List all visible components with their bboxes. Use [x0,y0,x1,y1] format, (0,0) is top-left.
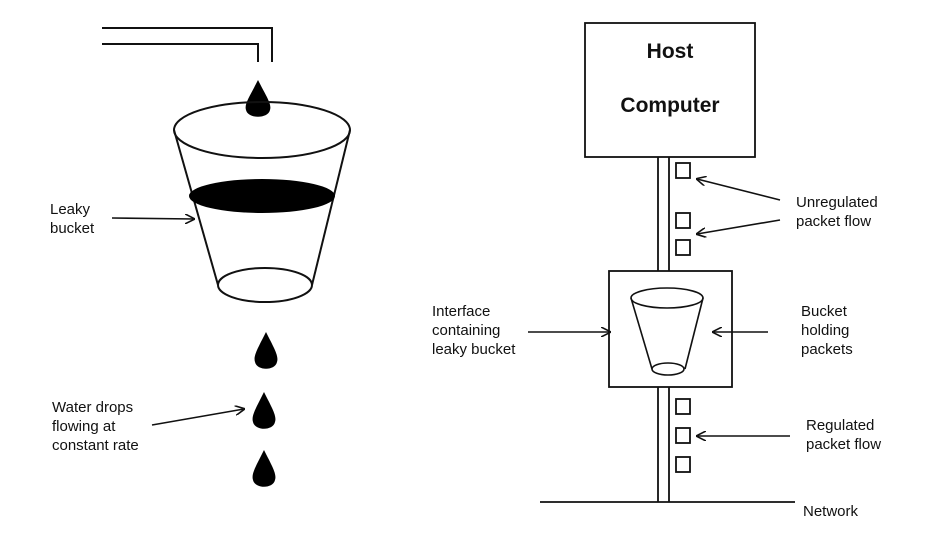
bucket-side-left [173,129,219,286]
bucket-side-right [311,129,351,286]
bucket-rim [173,101,351,159]
packet [675,398,691,415]
leaky-bucket [173,101,351,303]
leaky-bucket-arrow [111,218,194,219]
packet [675,212,691,229]
packet [675,427,691,444]
regulated-packets [675,398,691,473]
water-drop-1 [254,332,278,369]
faucet-pipe [102,27,273,62]
unregulated-arrow-1 [697,179,781,201]
bucket-bottom [217,267,313,303]
leaky-bucket-label: Leaky bucket [50,201,95,237]
water-drop-falling [245,80,271,117]
unregulated-packets [675,162,691,256]
water-drops-label: Water drops flowing at constant rate [52,399,139,454]
water-drop-2 [252,392,276,429]
interface-label: Interface containing leaky bucket [432,303,516,358]
host-title-line1: Host [646,40,694,63]
unregulated-arrow-2 [697,219,781,234]
bucket-holding-label: Bucket holding packets [801,303,853,358]
water-drop-3 [252,450,276,487]
network-label: Network [803,503,859,520]
regulated-flow-label: Regulated packet flow [806,417,882,453]
host-computer-box [584,22,756,158]
bucket-water-surface [189,179,335,213]
mini-bucket [630,287,704,376]
packet [675,456,691,473]
unregulated-flow-label: Unregulated packet flow [796,194,878,230]
host-title-line2: Computer [620,94,720,117]
packet [675,162,691,179]
packet [675,239,691,256]
water-drops-arrow [151,409,244,426]
